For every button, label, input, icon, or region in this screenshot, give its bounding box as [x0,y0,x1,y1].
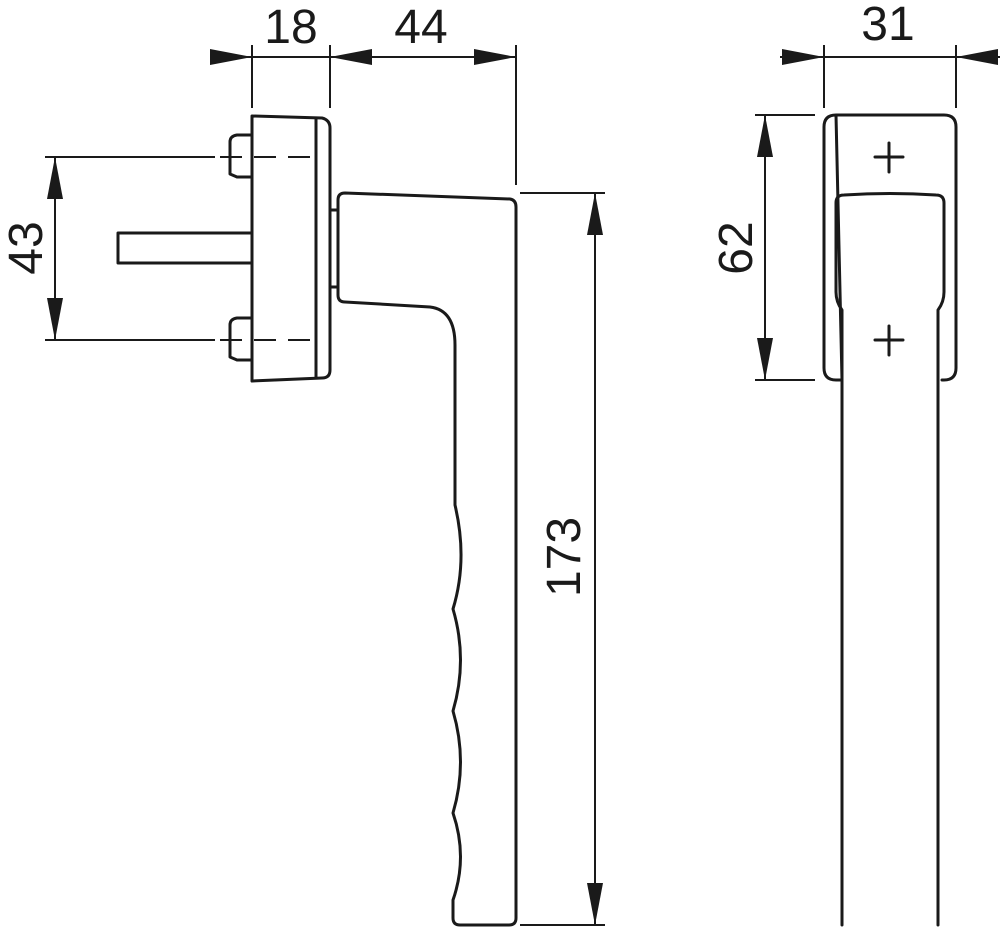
handle-front [834,192,946,927]
handle-side [336,191,518,927]
dim-62: 62 [710,221,763,274]
dim-18: 18 [264,1,317,54]
dim-173: 173 [538,517,591,597]
spindle [116,231,254,265]
side-view [50,114,518,927]
rosette-side [250,114,332,383]
dim-44: 44 [394,1,447,54]
dimension-lines [45,45,1000,926]
front-view [822,113,958,927]
rosette-front [822,113,958,382]
dim-43: 43 [0,221,53,274]
screw-mark-top [873,141,905,174]
bolt-bottom [228,316,254,362]
bolt-top [228,133,254,179]
screw-mark-bottom [873,324,905,357]
dim-31: 31 [861,0,914,51]
